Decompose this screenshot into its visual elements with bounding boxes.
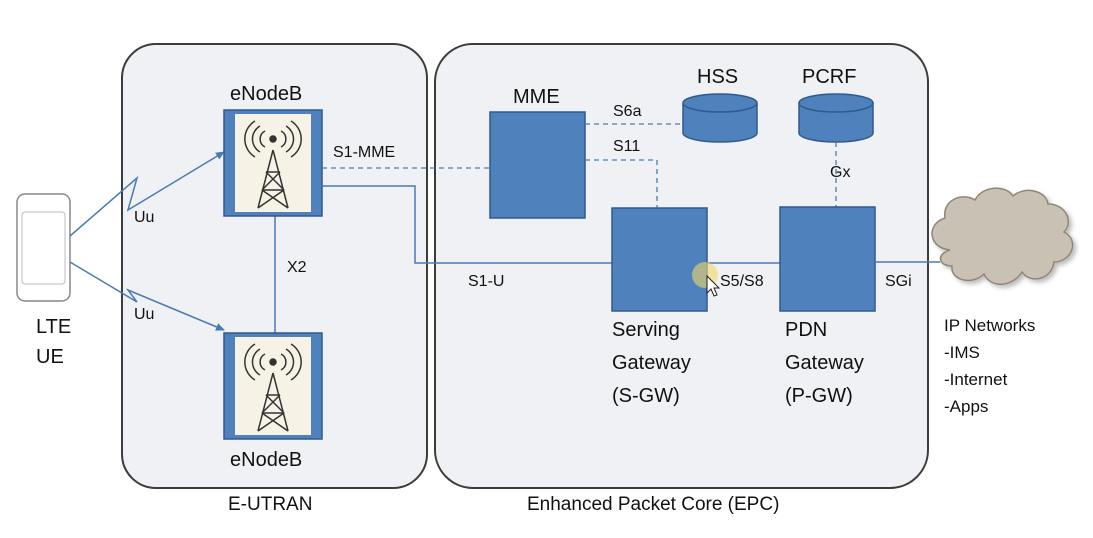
- gx-label: Gx: [830, 164, 850, 181]
- sgi-label: SGi: [885, 273, 912, 290]
- s1-u-link: [322, 185, 612, 264]
- s1-u-label: S1-U: [468, 273, 504, 290]
- pdn-gateway-box: [779, 206, 876, 312]
- ip-network-item-internet: -Internet: [944, 370, 1008, 389]
- ip-network-item-ims: -IMS: [944, 343, 980, 362]
- serving-gateway-box: [611, 207, 708, 312]
- eutran-label: E-UTRAN: [228, 494, 312, 515]
- antenna-tower-icon: [244, 120, 302, 209]
- s11-link: [585, 159, 658, 208]
- enodeb-top-label: eNodeB: [230, 83, 302, 105]
- antenna-tower-icon: [244, 343, 302, 432]
- uu-label-bottom: Uu: [134, 306, 154, 323]
- enodeb-bottom-label: eNodeB: [230, 449, 302, 471]
- sgw-label-line1: Serving: [612, 319, 680, 341]
- mme-label: MME: [513, 86, 560, 108]
- enodeb-top: [223, 109, 323, 217]
- pgw-label-line3: (P-GW): [785, 385, 853, 407]
- epc-label: Enhanced Packet Core (EPC): [527, 494, 779, 515]
- pgw-label-line2: Gateway: [785, 352, 864, 374]
- hss-database: [682, 93, 758, 143]
- ip-networks-title: IP Networks: [944, 316, 1035, 335]
- uu-label-top: Uu: [134, 209, 154, 226]
- uu-link-top: [69, 151, 225, 237]
- ue-label-line1: LTE: [36, 316, 71, 338]
- s5-s8-label: S5/S8: [720, 273, 764, 290]
- sgw-label-line2: Gateway: [612, 352, 691, 374]
- pcrf-label: PCRF: [802, 66, 856, 88]
- hss-label: HSS: [697, 66, 738, 88]
- lte-ue-device: [16, 193, 71, 302]
- mme-box: [489, 111, 586, 219]
- uu-link-bottom: [69, 261, 225, 331]
- ip-network-item-apps: -Apps: [944, 397, 988, 416]
- ue-label-line2: UE: [36, 346, 64, 368]
- pgw-label-line1: PDN: [785, 319, 827, 341]
- cloud-icon: [931, 187, 1074, 285]
- x2-label: X2: [287, 259, 307, 276]
- s6a-label: S6a: [613, 103, 642, 120]
- pcrf-database: [798, 93, 874, 143]
- mouse-cursor-icon: [706, 274, 721, 297]
- sgw-label-line3: (S-GW): [612, 385, 680, 407]
- enodeb-bottom: [223, 332, 323, 440]
- s11-label: S11: [613, 138, 640, 155]
- s1-mme-label: S1-MME: [333, 144, 395, 161]
